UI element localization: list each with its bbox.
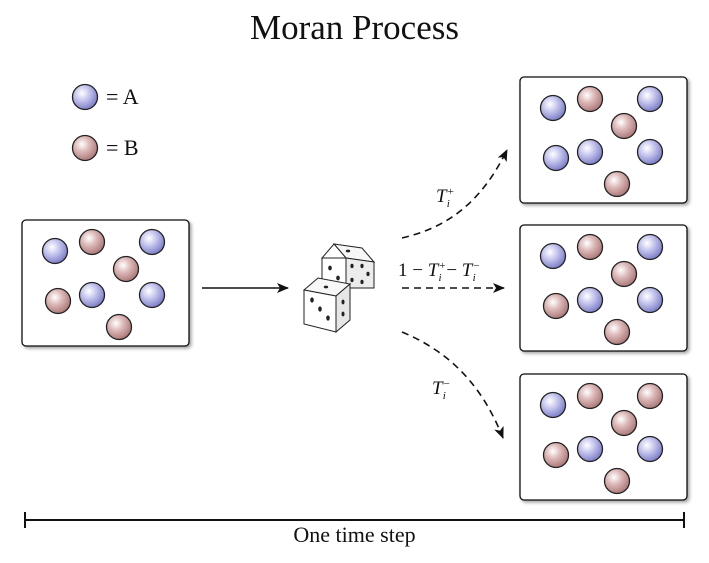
individual-b — [78, 228, 106, 256]
individual-b — [603, 318, 631, 346]
individual-a — [636, 286, 664, 314]
individual-b — [105, 313, 133, 341]
individual-b — [542, 292, 570, 320]
population-box-initial — [21, 219, 190, 347]
time-step-label: One time step — [293, 522, 416, 547]
legend-a-marker — [71, 83, 99, 111]
dice-icon — [302, 243, 376, 334]
arrow-transition-down — [401, 331, 504, 439]
individual-a — [539, 242, 567, 270]
label-transition-down: T−i — [432, 378, 450, 402]
individual-a — [636, 435, 664, 463]
individual-b — [44, 287, 72, 315]
label-transition-up: T+i — [436, 186, 454, 210]
arrow-transition-up — [401, 149, 508, 239]
individual-a — [41, 237, 69, 265]
individual-b — [610, 260, 638, 288]
individual-b — [636, 382, 664, 410]
diagram-title: Moran Process — [250, 8, 459, 47]
individual-b — [603, 170, 631, 198]
individual-b — [576, 382, 604, 410]
population-box-middle — [519, 224, 688, 352]
population-box-upper — [519, 76, 688, 204]
individual-a — [576, 138, 604, 166]
time-step-bar — [24, 512, 685, 528]
individual-a — [576, 435, 604, 463]
population-box-lower — [519, 373, 688, 501]
individual-a — [576, 286, 604, 314]
legend-b-marker — [71, 134, 99, 162]
individual-a — [138, 228, 166, 256]
individual-a — [138, 281, 166, 309]
individual-b — [610, 409, 638, 437]
individual-a — [539, 391, 567, 419]
individual-b — [610, 112, 638, 140]
individual-b — [112, 255, 140, 283]
label-transition-stay: 1 − T+i − T−i — [398, 260, 480, 284]
individual-b — [603, 467, 631, 495]
individual-a — [539, 94, 567, 122]
individual-a — [78, 281, 106, 309]
individual-b — [576, 85, 604, 113]
individual-a — [542, 144, 570, 172]
individual-a — [636, 85, 664, 113]
individual-a — [636, 138, 664, 166]
legend-b-label: = B — [106, 135, 139, 160]
individual-b — [542, 441, 570, 469]
individual-b — [576, 233, 604, 261]
legend-a-label: = A — [106, 84, 139, 109]
individual-a — [636, 233, 664, 261]
